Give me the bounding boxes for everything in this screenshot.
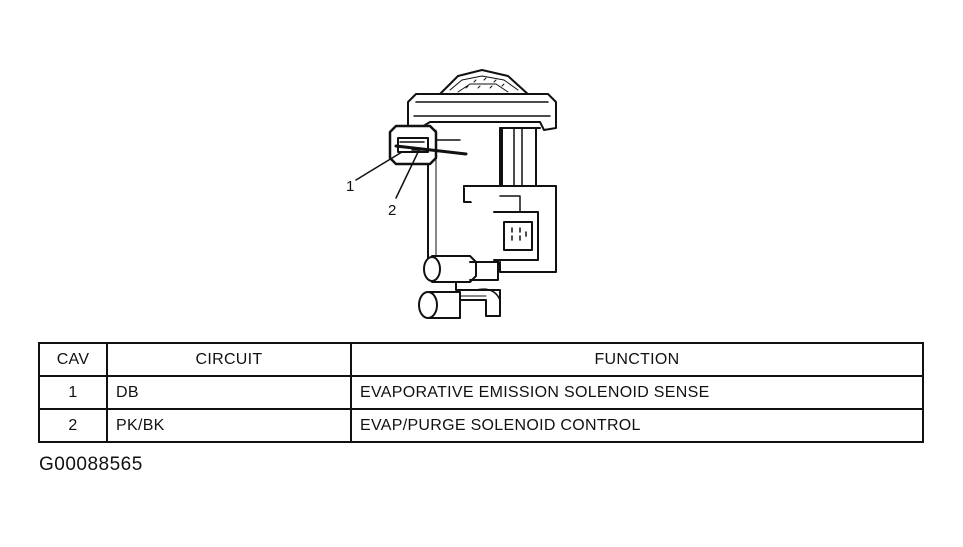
figure-id: G00088565 xyxy=(39,454,143,475)
vacuum-hose-fittings xyxy=(418,255,501,319)
table-row: 1 DB EVAPORATIVE EMISSION SOLENOID SENSE xyxy=(38,375,924,410)
cell-cav: 1 xyxy=(38,375,108,410)
header-cav: CAV xyxy=(38,342,108,377)
cell-circuit: PK/BK xyxy=(106,408,352,443)
cell-function: EVAP/PURGE SOLENOID CONTROL xyxy=(350,408,924,443)
cell-circuit: DB xyxy=(106,375,352,410)
header-circuit: CIRCUIT xyxy=(106,342,352,377)
cell-function: EVAPORATIVE EMISSION SOLENOID SENSE xyxy=(350,375,924,410)
table-row: 2 PK/BK EVAP/PURGE SOLENOID CONTROL xyxy=(38,408,924,443)
callout-leaders xyxy=(355,147,421,199)
header-function: FUNCTION xyxy=(350,342,924,377)
callout-label-1: 1 xyxy=(346,178,355,195)
solenoid-top-cap xyxy=(437,69,531,97)
connector-pinout-table: CAV CIRCUIT FUNCTION 1 DB EVAPORATIVE EM… xyxy=(38,342,924,443)
cell-cav: 2 xyxy=(38,408,108,443)
solenoid-diagram xyxy=(355,69,557,319)
table-header-row: CAV CIRCUIT FUNCTION xyxy=(38,342,924,377)
solenoid-bracket xyxy=(463,185,557,273)
callout-label-2: 2 xyxy=(388,202,397,219)
